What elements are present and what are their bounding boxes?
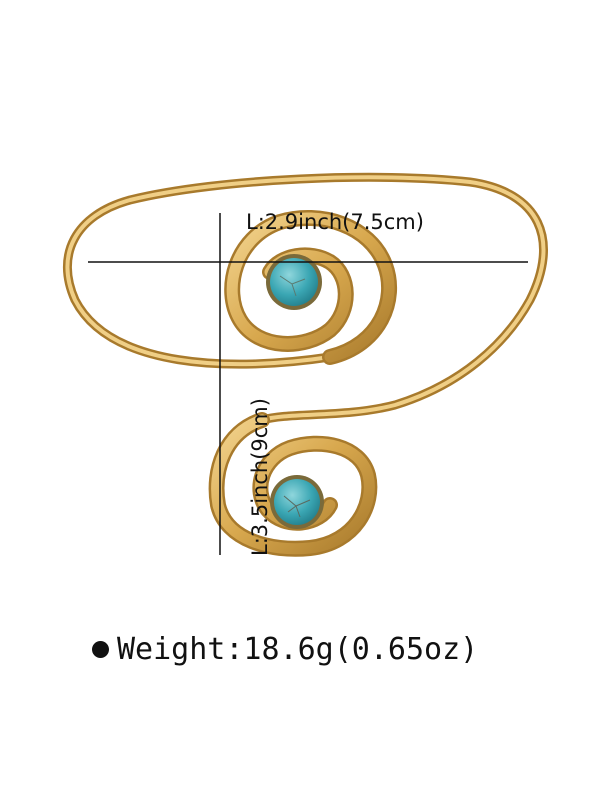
lower-spiral <box>208 412 378 557</box>
upper-spiral <box>224 210 397 365</box>
weight-label: Weight:18.6g(0.65oz) <box>117 632 479 667</box>
height-label: L:3.5inch(9cm) <box>248 398 272 556</box>
weight-info: Weight:18.6g(0.65oz) <box>92 632 478 667</box>
bracelet-wire <box>62 172 548 425</box>
width-label: L:2.9inch(7.5cm) <box>246 210 424 234</box>
bullet-icon <box>92 641 109 658</box>
lower-turquoise-stone <box>270 475 324 529</box>
upper-turquoise-stone <box>266 254 322 310</box>
